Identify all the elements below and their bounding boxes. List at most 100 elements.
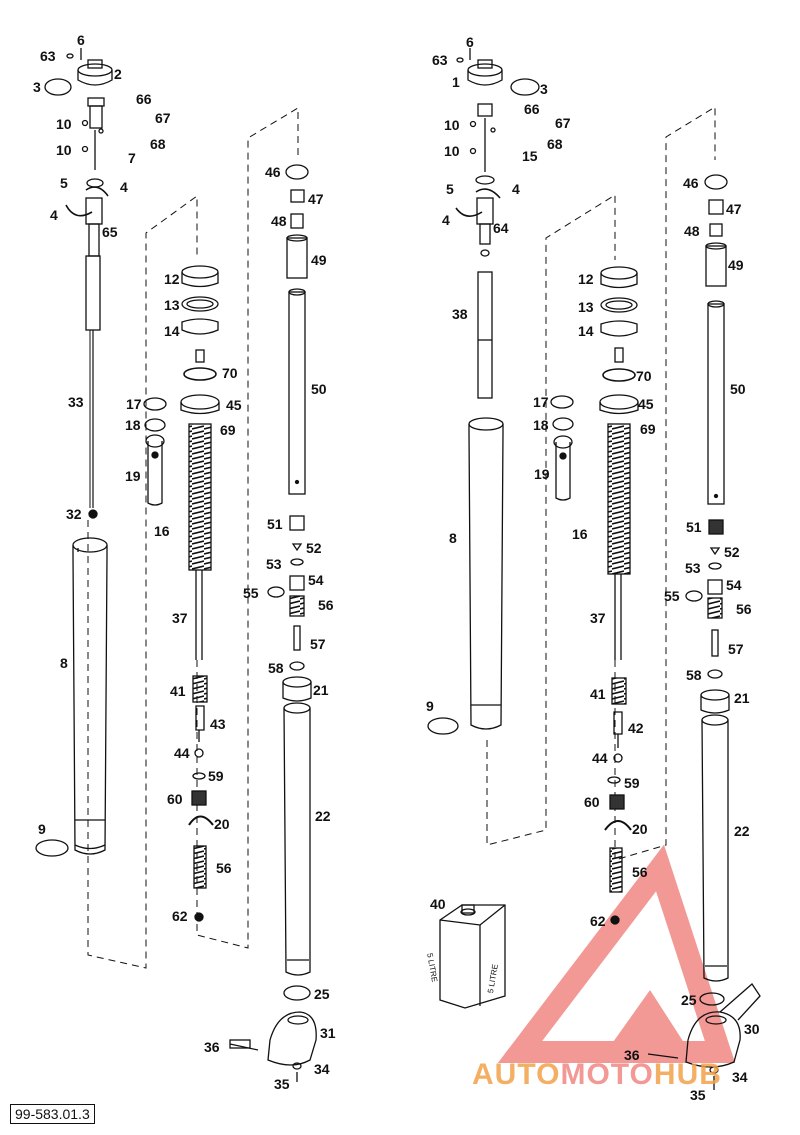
right-label-64: 64 — [493, 220, 509, 236]
right-label-9: 9 — [426, 698, 434, 714]
left-label-59: 59 — [208, 768, 224, 784]
left-label-22: 22 — [315, 808, 331, 824]
left-damper-tube-50 — [288, 288, 306, 495]
right-dashed-guides — [486, 106, 716, 861]
left-label-45: 45 — [226, 397, 242, 413]
right-label-44: 44 — [592, 750, 608, 766]
left-label-56b: 56 — [216, 860, 232, 876]
left-label-16: 16 — [154, 523, 170, 539]
left-label-32: 32 — [66, 506, 82, 522]
left-o-ring-3 — [44, 78, 72, 96]
right-fork-group — [427, 48, 761, 1090]
right-label-25: 25 — [681, 992, 697, 1008]
left-label-52: 52 — [306, 540, 322, 556]
part-reference-number: 99-583.01.3 — [10, 1104, 95, 1124]
right-label-49: 49 — [728, 257, 744, 273]
left-label-51: 51 — [267, 516, 283, 532]
right-label-12: 12 — [578, 271, 594, 287]
right-label-38: 38 — [452, 306, 468, 322]
left-label-21: 21 — [313, 682, 329, 698]
right-label-30: 30 — [744, 1021, 760, 1037]
left-label-35: 35 — [274, 1076, 290, 1092]
right-label-63: 63 — [432, 52, 448, 68]
left-dashed-guides — [87, 107, 299, 969]
right-label-69: 69 — [640, 421, 656, 437]
right-label-62: 62 — [590, 913, 606, 929]
left-label-34: 34 — [314, 1061, 330, 1077]
left-label-12: 12 — [164, 271, 180, 287]
right-label-17: 17 — [533, 394, 549, 410]
left-label-44: 44 — [174, 745, 190, 761]
right-label-13: 13 — [578, 299, 594, 315]
right-label-58: 58 — [686, 667, 702, 683]
left-label-6: 6 — [77, 32, 85, 48]
left-label-13: 13 — [164, 297, 180, 313]
right-label-53: 53 — [685, 560, 701, 576]
right-label-10b: 10 — [444, 143, 460, 159]
left-label-66: 66 — [136, 91, 152, 107]
left-label-62: 62 — [172, 908, 188, 924]
left-label-65: 65 — [102, 224, 118, 240]
right-inner-tube-22 — [701, 714, 729, 982]
left-label-4b: 4 — [50, 207, 58, 223]
left-label-33: 33 — [68, 394, 84, 410]
right-label-41: 41 — [590, 686, 606, 702]
right-o-ring-9 — [427, 717, 459, 735]
right-label-50: 50 — [730, 381, 746, 397]
watermark-logo-triangle — [497, 844, 736, 1063]
left-label-3: 3 — [33, 79, 41, 95]
left-label-18: 18 — [125, 417, 141, 433]
left-label-36: 36 — [204, 1039, 220, 1055]
right-label-51: 51 — [686, 519, 702, 535]
right-label-16: 16 — [572, 526, 588, 542]
right-label-4b: 4 — [442, 212, 450, 228]
right-label-37: 37 — [590, 610, 606, 626]
left-label-14: 14 — [164, 323, 180, 339]
right-label-56b: 56 — [632, 864, 648, 880]
right-label-34: 34 — [732, 1069, 748, 1085]
right-label-19: 19 — [534, 466, 550, 482]
left-label-69: 69 — [220, 422, 236, 438]
right-label-70: 70 — [636, 368, 652, 384]
left-fork-group — [35, 48, 317, 1082]
right-label-67: 67 — [555, 115, 571, 131]
left-label-17: 17 — [126, 396, 142, 412]
left-label-60: 60 — [167, 791, 183, 807]
right-label-8: 8 — [449, 530, 457, 546]
left-label-53: 53 — [266, 556, 282, 572]
watermark-text: AUTOMOTOHUB — [472, 1058, 722, 1091]
left-label-57: 57 — [310, 636, 326, 652]
right-label-14: 14 — [578, 323, 594, 339]
left-label-41: 41 — [170, 683, 186, 699]
right-label-59: 59 — [624, 775, 640, 791]
left-label-9: 9 — [38, 821, 46, 837]
right-label-1: 1 — [452, 74, 460, 90]
right-label-20: 20 — [632, 821, 648, 837]
right-label-60: 60 — [584, 794, 600, 810]
left-label-2: 2 — [114, 66, 122, 82]
right-label-46: 46 — [683, 175, 699, 191]
right-label-5: 5 — [446, 181, 454, 197]
right-label-54: 54 — [726, 577, 742, 593]
right-label-18: 18 — [533, 417, 549, 433]
left-label-47: 47 — [308, 191, 324, 207]
left-label-50: 50 — [311, 381, 327, 397]
right-label-57: 57 — [728, 641, 744, 657]
right-fork-cap-1 — [467, 48, 503, 86]
left-label-37: 37 — [172, 610, 188, 626]
left-label-49: 49 — [311, 252, 327, 268]
oil-can-40 — [439, 904, 506, 1009]
right-damper-tube-50 — [707, 300, 725, 505]
right-bushings-12-13-14 — [600, 266, 638, 337]
left-label-56: 56 — [318, 597, 334, 613]
left-inner-tube-22 — [283, 702, 311, 976]
left-label-19: 19 — [125, 468, 141, 484]
right-label-66: 66 — [524, 101, 540, 117]
right-label-4a: 4 — [512, 181, 520, 197]
left-label-43: 43 — [210, 716, 226, 732]
right-label-56: 56 — [736, 601, 752, 617]
right-outer-tube-8 — [468, 417, 504, 730]
left-label-5: 5 — [60, 175, 68, 191]
